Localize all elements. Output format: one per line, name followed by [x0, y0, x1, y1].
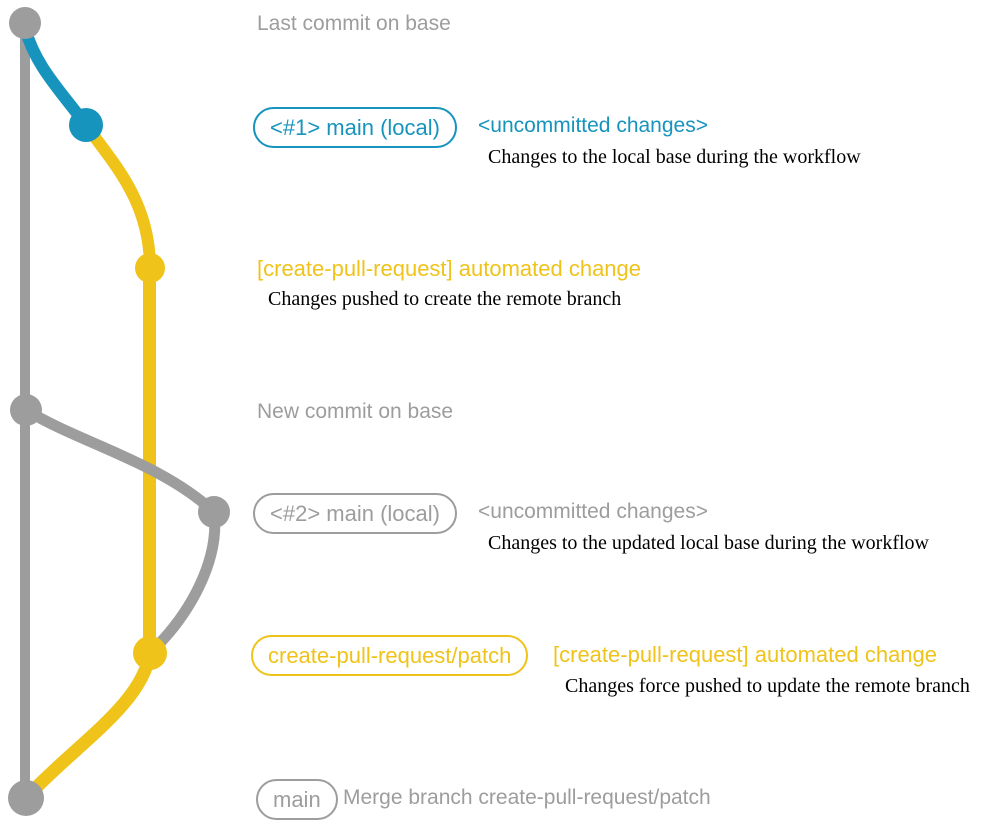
commit-node-merge	[8, 780, 44, 816]
commit-message-automated-1: [create-pull-request] automated change	[257, 256, 642, 281]
description-automated-1: Changes pushed to create the remote bran…	[268, 288, 622, 310]
local-changes-1-curve	[19, 22, 92, 131]
new-commit-heading: New commit on base	[257, 400, 454, 423]
commit-node-last-base	[9, 7, 41, 39]
commit-node-uncommitted-2	[198, 496, 230, 528]
commit-message-merge: Merge branch create-pull-request/patch	[343, 786, 711, 809]
description-automated-2: Changes force pushed to update the remot…	[565, 675, 970, 697]
last-commit-heading: Last commit on base	[257, 12, 451, 35]
branch-label-patch: create-pull-request/patch	[251, 635, 529, 676]
commit-node-new-base	[10, 394, 42, 426]
remote-branch-curve	[80, 119, 156, 274]
description-uncommitted-2: Changes to the updated local base during…	[488, 532, 929, 554]
merge-curve	[19, 646, 157, 805]
commit-message-uncommitted-2: <uncommitted changes>	[478, 500, 708, 523]
force-push-curve	[144, 506, 221, 659]
commit-node-uncommitted-1	[69, 108, 103, 142]
branch-label-text: <#2> main (local)	[270, 500, 440, 526]
commit-node-automated-change-1	[135, 253, 165, 283]
branch-label-text: <#1> main (local)	[270, 114, 440, 140]
branch-label-main-local-2: <#2> main (local)	[253, 493, 457, 534]
commit-node-automated-change-2	[133, 636, 167, 670]
branch-label-main-local-1: <#1> main (local)	[253, 107, 457, 148]
description-uncommitted-1: Changes to the local base during the wor…	[488, 146, 861, 168]
commit-message-uncommitted-1: <uncommitted changes>	[478, 114, 708, 137]
local-changes-2-curve	[20, 404, 220, 518]
commit-message-automated-2: [create-pull-request] automated change	[553, 642, 938, 667]
branch-label-main: main	[256, 779, 338, 820]
branch-label-text: main	[273, 786, 321, 812]
branch-label-text: create-pull-request/patch	[268, 642, 512, 668]
